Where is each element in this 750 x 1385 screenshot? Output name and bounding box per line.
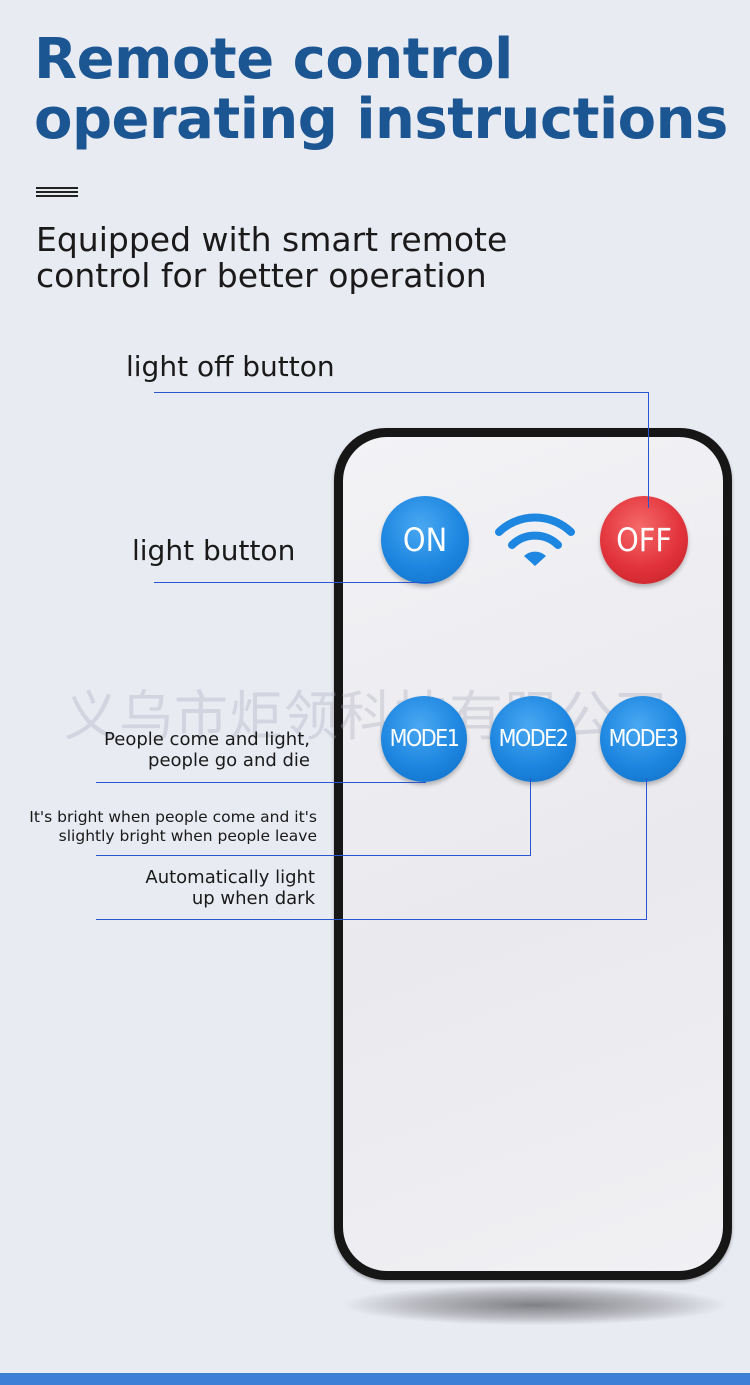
label-mode2-line-2: slightly bright when people leave [58,827,317,845]
leader-line-mode2-v [530,778,531,856]
on-button[interactable]: ON [381,496,469,584]
mode1-button[interactable]: MODE1 [381,696,467,782]
label-mode2: It's bright when people come and it's sl… [29,808,317,846]
label-mode1: People come and light, people go and die [104,729,310,771]
leader-line-off-v [648,392,649,508]
mode3-button[interactable]: MODE3 [600,696,686,782]
leader-line-off-h [154,392,649,393]
leader-line-mode3-h [96,919,647,920]
label-mode1-line-2: people go and die [148,750,310,771]
label-mode2-line-1: It's bright when people come and it's [29,808,317,826]
off-button[interactable]: OFF [600,496,688,584]
label-mode3-line-2: up when dark [191,888,315,909]
wifi-icon [495,513,575,566]
remote-shadow [345,1285,725,1325]
label-mode1-line-1: People come and light, [104,729,310,750]
label-mode3: Automatically light up when dark [145,867,315,909]
subtitle: Equipped with smart remote control for b… [36,222,636,294]
title-line-2: operating instructions [34,87,728,152]
leader-line-mode2-h [96,855,531,856]
label-mode3-line-1: Automatically light [145,867,315,888]
mode2-button[interactable]: MODE2 [490,696,576,782]
subtitle-line-1: Equipped with smart remote [36,220,508,259]
label-off-button: light off button [126,350,335,383]
menu-lines-icon [36,187,78,198]
subtitle-line-2: control for better operation [36,256,487,295]
page-title: Remote control operating instructions [34,30,734,150]
leader-line-mode3-v [646,778,647,920]
label-on-button: light button [132,534,296,567]
title-line-1: Remote control [34,27,513,92]
leader-line-mode1 [96,782,426,783]
leader-line-on [154,582,434,583]
bottom-bar [0,1373,750,1385]
